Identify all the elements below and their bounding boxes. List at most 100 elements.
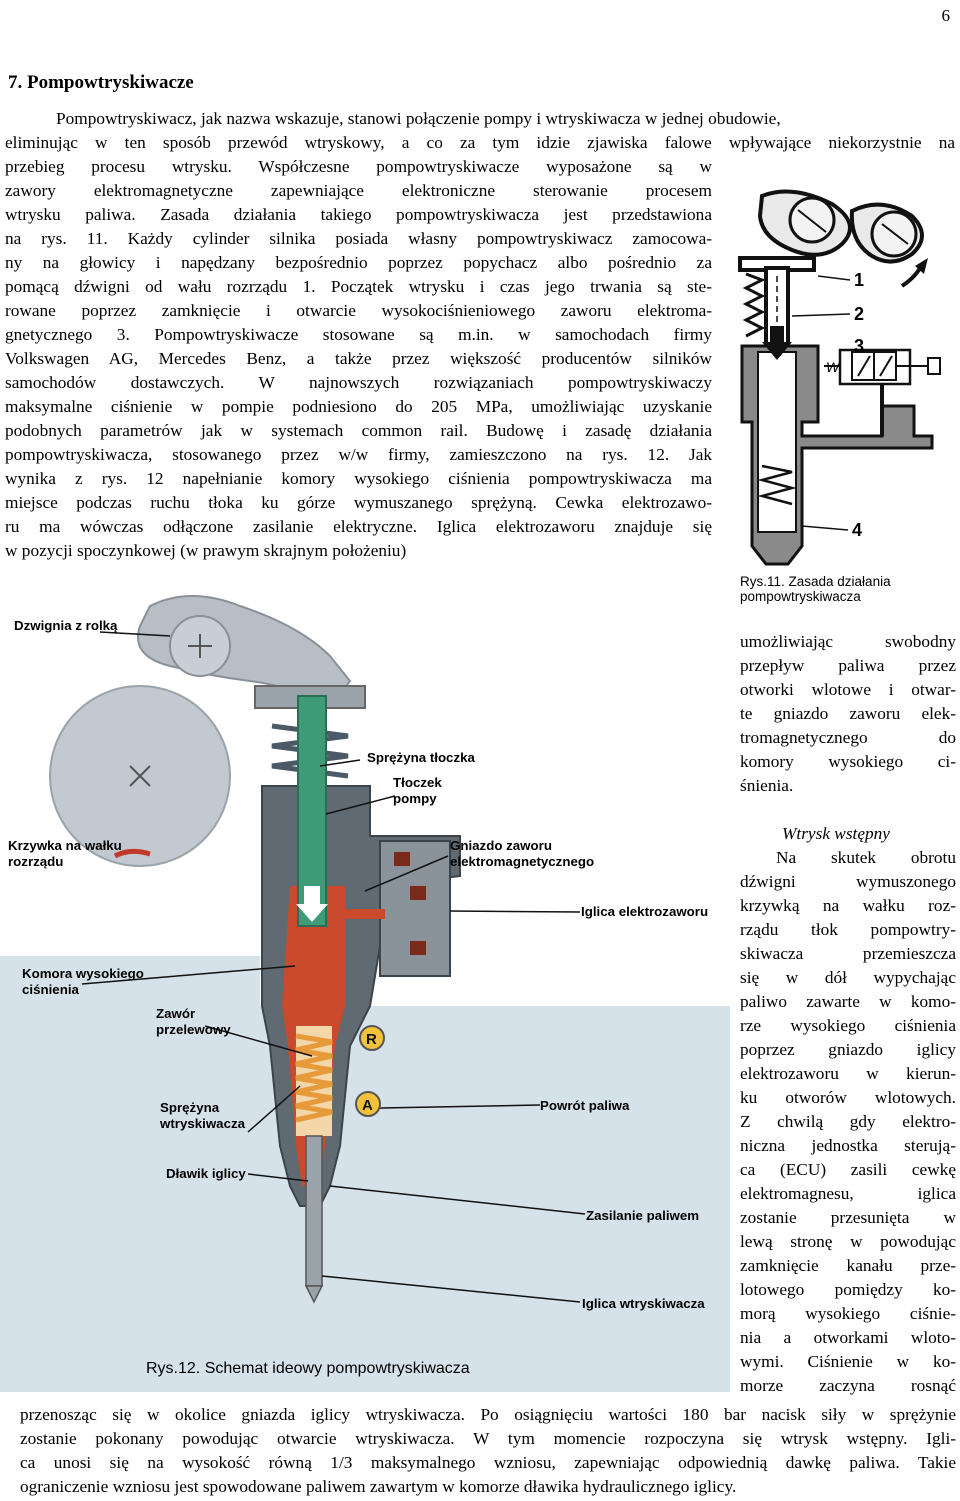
body-line-17: miejsce podczas ruchu tłoka ku górze wym… [5,493,712,512]
right-col-2-line-16: zostanie przesunięta w [740,1208,956,1227]
fig12-down-arrow-icon [296,886,328,922]
right-col-2-line-20: morą wysokiego ciśnie- [740,1304,956,1323]
body-line-6: na rys. 11. Każdy cylinder silnika posia… [5,229,712,248]
right-col-2-line-5: skiwacza przemieszcza [740,944,956,963]
right-col-2-line-10: elektrozaworu w kierun- [740,1064,956,1083]
fig12-label-krzywka-1: Krzywka na wałku [8,838,122,853]
body-line-9: rowane poprzez zamknięcie i otwarcie wys… [5,301,712,320]
right-col-2-line-14: ca (ECU) zasili cewkę [740,1160,956,1179]
fig12-label-tloczek-1: Tłoczek [393,775,442,790]
fig12-label-tloczek: Tłoczek pompy [393,775,442,807]
fig12-label-iglica-elektrozaworu: Iglica elektrozaworu [581,904,709,919]
fig12-label-komora: Komora wysokiego ciśnienia [22,966,144,998]
figure-12-diagram: R A [0,586,730,1392]
right-col-2-line-12: Z chwilą gdy elektro- [740,1112,956,1131]
right-col-1-line-4: te gniazdo zaworu elek- [740,704,956,723]
subheading-wtrysk-wstepny: Wtrysk wstępny [782,824,890,843]
fig12-injector-spring [295,1033,333,1123]
fig12-label-sprezyna-wtr-1: Sprężyna [160,1100,220,1115]
fig11-label-2: 2 [854,304,864,324]
body-line-7: ny na głowicy i napędzany bezpośrednio p… [5,253,712,272]
fig11-spring [742,272,766,338]
body-line-13: maksymalne ciśnienie w pompie podniesion… [5,397,712,416]
fig12-label-gniazdo: Gniazdo zaworu elektromagnetycznego [450,838,594,870]
right-col-1-line-1: umożliwiając swobodny [740,632,956,651]
right-col-1-line-3: otworki wlotowe i otwar- [740,680,956,699]
right-col-2-line-15: elektromagnesu, iglica [740,1184,956,1203]
fig12-label-dzwignia: Dzwignia z rolką [14,618,118,633]
fig12-engine-head [0,956,730,1392]
right-col-2-line-7: paliwo zawarte w komo- [740,992,956,1011]
section-heading: 7. Pompowtryskiwacze [8,72,194,93]
fig12-label-powrot: Powrót paliwa [540,1098,630,1113]
fig12-label-zawor-1: Zawór [156,1006,196,1021]
right-col-1-line-2: przepływ paliwa przez [740,656,956,675]
svg-text:R: R [366,1031,377,1048]
bottom-line-3: ca unosi się na wysokość równą 1/3 maksy… [20,1453,956,1472]
body-line-3: przebieg procesu wtrysku. Współczesne po… [5,157,712,176]
right-col-2-line-3: krzywką na wałku roz- [740,896,956,915]
fig12-label-sprezyna-wtr-2: wtryskiwacza [160,1116,246,1131]
right-col-2-line-2: dźwigni wymuszonego [740,872,956,891]
fig11-label-w: W [826,359,841,375]
right-col-1-line-5: tromagnetycznego do [740,728,956,747]
right-col-2-line-23: morze zaczyna rosnąć [740,1376,956,1395]
body-line-10: gnetycznego 3. Pompowtryskiwacze stosowa… [5,325,712,344]
fig12-label-tloczek-2: pompy [393,791,437,806]
right-col-2-line-13: niczna jednostka sterują- [740,1136,956,1155]
fig12-label-zasilanie: Zasilanie paliwem [586,1208,700,1223]
fig12-label-iglica-wtryskiwacza: Iglica wtryskiwacza [582,1296,705,1311]
right-col-2-line-1: Na skutek obrotu [776,848,956,867]
body-line-14: podobnych parametrów jak w systemach com… [5,421,712,440]
body-line-2: eliminując w ten sposób przewód wtryskow… [5,133,955,152]
body-line-16: wynika z rys. 12 napełnianie komory wyso… [5,469,712,488]
body-line-1: Pompowtryskiwacz, jak nazwa wskazuje, st… [56,109,781,128]
fig12-label-komora-1: Komora wysokiego [22,966,144,981]
figure-11-caption: Rys.11. Zasada działania pompowtryskiwac… [740,574,891,604]
fig12-label-komora-2: ciśnienia [22,982,79,997]
right-col-2-line-6: się w dół wypychając [740,968,956,987]
fig12-label-sprezyna-tloczka: Sprężyna tłoczka [367,750,475,765]
fig12-label-krzywka: Krzywka na wałku rozrządu [8,838,122,870]
bottom-line-4: ograniczenie wzniosu jest spowodowane pa… [20,1477,737,1496]
fig11-label-4: 4 [852,520,862,540]
body-line-18: ru ma wówczas odłączone zasilanie elektr… [5,517,712,536]
fig12-label-gniazdo-2: elektromagnetycznego [450,854,595,869]
right-col-2-line-9: poprzez gniazdo iglicy [740,1040,956,1059]
right-col-2-line-8: rze wysokiego ciśnienia [740,1016,956,1035]
fig12-needle [305,1135,323,1287]
body-line-8: pomącą dźwigni od wału rozrządu 1. Począ… [5,277,712,296]
page-number: 6 [941,6,951,25]
right-col-2-line-4: rządu tłok pompowtry- [740,920,956,939]
right-col-2-line-21: nia a otworkami wloto- [740,1328,956,1347]
fig12-label-gniazdo-1: Gniazdo zaworu [450,838,552,853]
fig11-label-1: 1 [854,270,864,290]
body-line-11: Volkswagen AG, Mercedes Benz, a także pr… [5,349,712,368]
fig12-label-zawor-2: przelewowy [156,1022,231,1037]
right-col-2-line-19: lotowego pomiędzy ko- [740,1280,956,1299]
fig12-label-krzywka-2: rozrządu [8,854,64,869]
fig11-down-arrow-icon [762,326,792,360]
right-col-2-line-22: wymi. Ciśnienie w ko- [740,1352,956,1371]
body-line-19: w pozycji spoczynkowej (w prawym skrajny… [5,541,407,560]
fig12-rotation-arrow-icon [113,848,151,859]
svg-text:A: A [362,1097,373,1114]
figure-11-caption-line2: pompowtryskiwacza [740,589,861,604]
bottom-line-1: przenosząc się w okolice gniazda iglicy … [20,1405,956,1424]
fig11-label-3: 3 [854,336,864,356]
body-line-15: pompowtryskiwacza, stosowanego przez w/w… [5,445,712,464]
fig12-electrovalve [379,840,451,977]
right-col-2-line-18: zamknięcie kanału prze- [740,1256,956,1275]
right-col-1-line-7: śnienia. [740,776,794,795]
right-col-2-line-17: lewą stronę w powodując [740,1232,956,1251]
body-line-5: wtrysku paliwa. Zasada działania takiego… [5,205,712,224]
fig12-label-sprezyna-wtryskiwacza: Sprężyna wtryskiwacza [160,1100,245,1132]
figure-11-diagram: 1 2 3 W 4 [732,176,958,572]
fig12-label-zawor: Zawór przelewowy [156,1006,231,1038]
fig12-marker-a [355,1091,381,1117]
fig12-label-dlawik: Dławik iglicy [166,1166,246,1181]
figure-12-caption: Rys.12. Schemat ideowy pompowtryskiwacza [146,1360,470,1377]
right-col-1-line-6: komory wysokiego ci- [740,752,956,771]
right-col-2-line-11: ku otworów wlotowych. [740,1088,956,1107]
body-line-4: zawory elektromagnetyczne zapewniające e… [5,181,712,200]
